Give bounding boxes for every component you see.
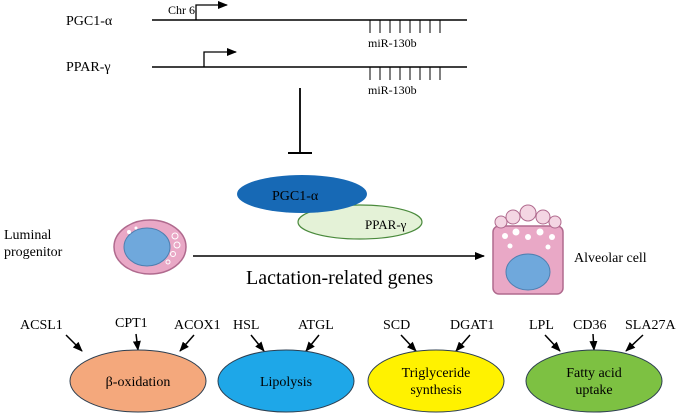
gene-hsl: HSL	[233, 318, 259, 333]
gene-track-ppar: PPAR-γ miR-130b	[66, 48, 467, 97]
mir130b-label-2: miR-130b	[368, 83, 417, 97]
luminal-label-line2: progenitor	[4, 245, 63, 260]
gene-sla27a: SLA27A	[625, 318, 676, 333]
triglyceride-label-line2: synthesis	[410, 383, 461, 398]
alveolar-label: Alveolar cell	[574, 251, 647, 266]
inhibition-arrow	[288, 88, 312, 154]
ppar-gene-label: PPAR-γ	[66, 60, 111, 75]
mir130b-ticks-2	[369, 67, 441, 80]
beta-oxidation-ellipse	[69, 349, 207, 413]
pathway-fatty-acid-uptake: LPL CD36 SLA27A Fatty acid uptake	[525, 318, 676, 413]
beta-oxidation-label: β-oxidation	[106, 375, 171, 390]
pgc1a-promoter-arrow	[195, 1, 228, 20]
mir130b-label-1: miR-130b	[368, 36, 417, 50]
pgc1a-gene-label: PGC1-α	[66, 14, 113, 29]
gene-scd: SCD	[383, 318, 410, 333]
alveolar-cell	[492, 204, 564, 295]
protein-complex: PPAR-γ PGC1-α	[237, 175, 423, 240]
ppar-protein-label: PPAR-γ	[365, 217, 407, 232]
lipolysis-label: Lipolysis	[260, 375, 312, 390]
luminal-progenitor-cell	[113, 219, 187, 275]
ppar-promoter-arrow	[203, 48, 237, 67]
fatty-acid-uptake-ellipse	[525, 349, 663, 413]
luminal-label-line1: Luminal	[4, 228, 52, 243]
ppar-protein	[297, 204, 423, 240]
pathway-lipolysis: HSL ATGL Lipolysis	[217, 318, 355, 413]
lactation-genes-label: Lactation-related genes	[246, 267, 433, 289]
fatty-acid-label-line2: uptake	[575, 383, 612, 398]
pgc1a-protein	[237, 175, 367, 213]
gene-acox1: ACOX1	[174, 318, 221, 333]
lipolysis-ellipse	[217, 349, 355, 413]
gene-cd36: CD36	[573, 318, 606, 333]
gene-cpt1: CPT1	[115, 316, 148, 331]
pathway-beta-oxidation: ACSL1 CPT1 ACOX1 β-oxidation	[20, 316, 221, 413]
pgc1a-protein-label: PGC1-α	[272, 189, 319, 204]
triglyceride-ellipse	[367, 349, 505, 413]
gene-track-pgc1a: PGC1-α Chr 6 miR-130b	[66, 1, 467, 50]
gene-lpl: LPL	[529, 318, 554, 333]
gene-acsl1: ACSL1	[20, 318, 63, 333]
triglyceride-label-line1: Triglyceride	[402, 366, 471, 381]
gene-dgat1: DGAT1	[450, 318, 494, 333]
mir130b-ticks-1	[369, 20, 441, 33]
fatty-acid-label-line1: Fatty acid	[566, 366, 622, 381]
pathway-triglyceride-synthesis: SCD DGAT1 Triglyceride synthesis	[367, 318, 505, 413]
gene-atgl: ATGL	[298, 318, 334, 333]
chromosome-label: Chr 6	[168, 3, 195, 17]
